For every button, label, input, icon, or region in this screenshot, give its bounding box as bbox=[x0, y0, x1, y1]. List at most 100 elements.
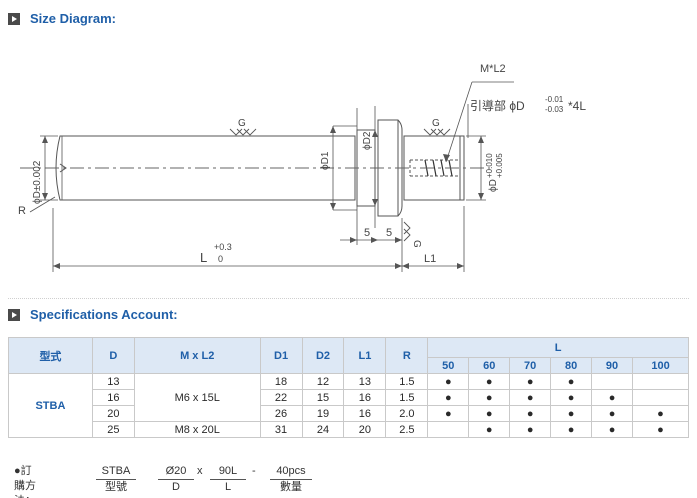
header-r: R bbox=[385, 337, 429, 374]
cell-d1: 26 bbox=[259, 405, 303, 422]
cell-l-70: ● bbox=[509, 421, 552, 438]
availability-dot: ● bbox=[444, 375, 452, 388]
surface-finish-icon bbox=[423, 128, 451, 136]
cell-l1: 16 bbox=[343, 389, 387, 406]
order-item-d: Ø20 D bbox=[158, 464, 194, 495]
availability-dot: ● bbox=[526, 423, 534, 436]
cell-d1: 22 bbox=[259, 389, 303, 406]
cell-d: 16 bbox=[91, 389, 135, 406]
cell-d: 20 bbox=[91, 405, 135, 422]
size-diagram-drawing: M*L2 引導部 ϕD -0.01 -0.03 *4L G G G ϕD2 ϕD… bbox=[18, 63, 586, 272]
cell-d2: 24 bbox=[301, 421, 345, 438]
cell-l-100 bbox=[632, 373, 689, 390]
size-diagram-title: Size Diagram: bbox=[30, 11, 116, 26]
cell-l-70: ● bbox=[509, 389, 552, 406]
cell-l-100: ● bbox=[632, 421, 689, 438]
availability-dot: ● bbox=[567, 375, 575, 388]
label-l1: L1 bbox=[424, 253, 436, 265]
header-d2: D2 bbox=[301, 337, 345, 374]
availability-dot: ● bbox=[526, 391, 534, 404]
cell-l-100 bbox=[632, 389, 689, 406]
spec-account-title: Specifications Account: bbox=[30, 307, 178, 322]
cell-l-80: ● bbox=[550, 421, 593, 438]
cell-l-60: ● bbox=[468, 373, 511, 390]
availability-dot: ● bbox=[608, 391, 616, 404]
label-guide-tol-bot: -0.03 bbox=[545, 105, 564, 114]
surface-finish-icon bbox=[229, 128, 257, 136]
cell-l-90: ● bbox=[591, 389, 634, 406]
shaft-body bbox=[55, 135, 356, 201]
section-divider bbox=[8, 298, 689, 299]
label-guide: 引導部 ϕD bbox=[470, 98, 525, 113]
cell-l-90: ● bbox=[591, 405, 634, 422]
cell-mxl2: M6 x 15L bbox=[133, 373, 261, 422]
availability-dot: ● bbox=[567, 423, 575, 436]
header-l-60: 60 bbox=[468, 357, 511, 374]
label-m-l2: M*L2 bbox=[480, 63, 506, 75]
label-l-tol-top: +0.3 bbox=[214, 242, 232, 252]
cell-l1: 20 bbox=[343, 421, 387, 438]
cell-l-50: ● bbox=[427, 389, 470, 406]
cell-l1: 16 bbox=[343, 405, 387, 422]
label-r: R bbox=[18, 205, 26, 217]
header-l-90: 90 bbox=[591, 357, 634, 374]
size-diagram-header: Size Diagram: bbox=[8, 11, 116, 26]
header-l-80: 80 bbox=[550, 357, 593, 374]
order-item-l: 90L L bbox=[210, 464, 246, 495]
label-d1: ϕD1 bbox=[320, 151, 331, 170]
label-d-right-tol-top: +0.010 bbox=[485, 153, 494, 178]
availability-dot: ● bbox=[657, 407, 664, 420]
cell-d2: 12 bbox=[301, 373, 345, 390]
availability-dot: ● bbox=[526, 375, 534, 388]
availability-dot: ● bbox=[485, 407, 493, 420]
cell-r: 2.5 bbox=[385, 421, 429, 438]
label-d-left: ϕD±0.002 bbox=[32, 160, 43, 204]
availability-dot: ● bbox=[526, 407, 534, 420]
cell-l-60: ● bbox=[468, 421, 511, 438]
header-d1: D1 bbox=[259, 337, 303, 374]
cell-l-80: ● bbox=[550, 405, 593, 422]
shaft-collar bbox=[377, 119, 403, 217]
label-guide-tail: *4L bbox=[568, 99, 586, 113]
order-item-qty: 40pcs 數量 bbox=[270, 464, 312, 495]
availability-dot: ● bbox=[657, 423, 664, 436]
cell-l-90: ● bbox=[591, 421, 634, 438]
availability-dot: ● bbox=[567, 407, 575, 420]
label-d-right-tol-bot: +0.005 bbox=[495, 153, 504, 178]
header-l: L bbox=[427, 337, 689, 358]
surface-finish-icon bbox=[403, 221, 411, 242]
order-label: ●訂購方法： bbox=[14, 465, 36, 498]
order-sep-x: x bbox=[197, 465, 203, 477]
header-mxl2: M x L2 bbox=[133, 337, 261, 374]
label-l-tol-bot: 0 bbox=[218, 254, 223, 264]
availability-dot: ● bbox=[608, 423, 616, 436]
label-guide-tol-top: -0.01 bbox=[545, 95, 564, 104]
cell-l-60: ● bbox=[468, 405, 511, 422]
cell-d2: 15 bbox=[301, 389, 345, 406]
cell-d2: 19 bbox=[301, 405, 345, 422]
header-l1: L1 bbox=[343, 337, 387, 374]
spec-table: 型式 D M x L2 D1 D2 L1 R L 50 60 70 80 90 … bbox=[8, 337, 689, 438]
label-d2: ϕD2 bbox=[362, 131, 373, 150]
cell-l-100: ● bbox=[632, 405, 689, 422]
label-g-left: G bbox=[238, 118, 246, 129]
bullet-arrow-icon bbox=[8, 308, 20, 321]
header-l-100: 100 bbox=[632, 357, 689, 374]
order-item-model: STBA 型號 bbox=[96, 464, 136, 495]
cell-r: 1.5 bbox=[385, 373, 429, 390]
cell-l-50: ● bbox=[427, 405, 470, 422]
header-l-50: 50 bbox=[427, 357, 470, 374]
cell-l-70: ● bbox=[509, 373, 552, 390]
spec-account-header: Specifications Account: bbox=[8, 307, 178, 322]
cell-d: 25 bbox=[91, 421, 135, 438]
availability-dot: ● bbox=[444, 391, 452, 404]
cell-l-80: ● bbox=[550, 373, 593, 390]
cell-d: 13 bbox=[91, 373, 135, 390]
availability-dot: ● bbox=[485, 391, 493, 404]
availability-dot: ● bbox=[608, 407, 616, 420]
cell-l-60: ● bbox=[468, 389, 511, 406]
availability-dot: ● bbox=[485, 375, 493, 388]
